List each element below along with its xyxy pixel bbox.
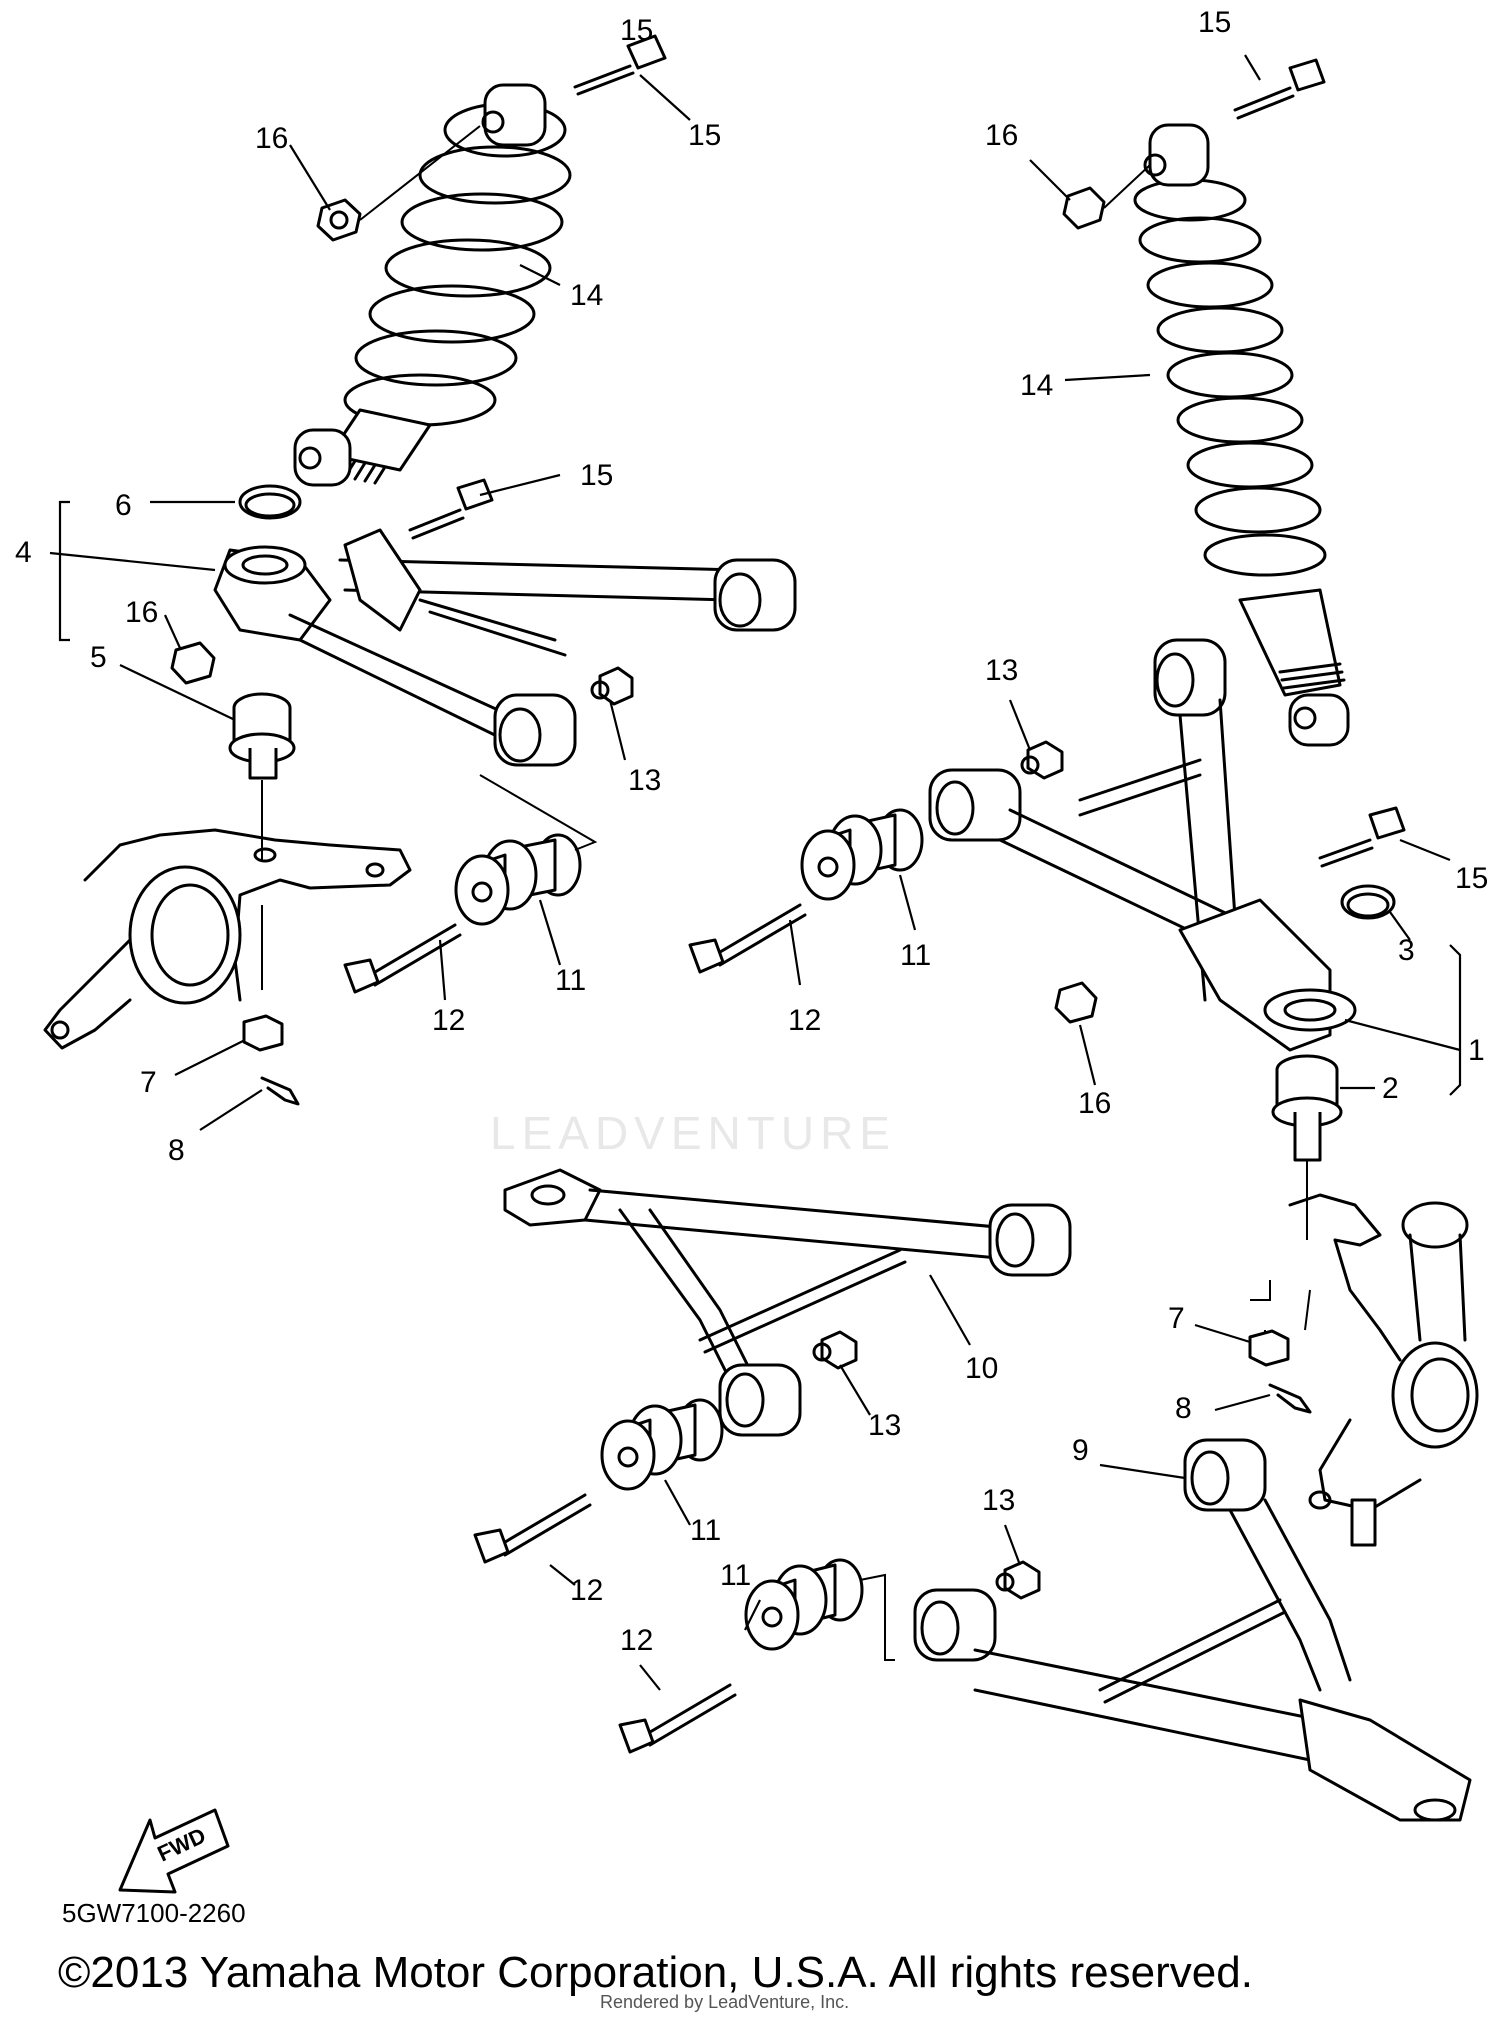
left-ball-joint[interactable] bbox=[228, 692, 296, 780]
right-circlip[interactable] bbox=[1340, 884, 1396, 920]
callout-2: 2 bbox=[1382, 1072, 1399, 1105]
right-top-bolt[interactable] bbox=[1233, 58, 1326, 120]
callout-4: 4 bbox=[15, 536, 32, 569]
render-note: Rendered by LeadVenture, Inc. bbox=[600, 1992, 850, 2012]
callout-13-bottom: 13 bbox=[982, 1484, 1015, 1517]
right-ball-joint-axis bbox=[1250, 1160, 1311, 1350]
middle-nut-13[interactable] bbox=[812, 1330, 858, 1370]
right-top-nut[interactable] bbox=[1062, 186, 1106, 230]
copyright-text: ©2013 Yamaha Motor Corporation, U.S.A. A… bbox=[58, 1948, 1253, 1997]
right-bolt-12[interactable] bbox=[688, 903, 807, 974]
left-top-bolt[interactable] bbox=[573, 34, 667, 96]
right-upper-arm[interactable] bbox=[928, 638, 1357, 1052]
bottom-lower-arm[interactable] bbox=[913, 1438, 1472, 1822]
callout-14-right: 14 bbox=[1020, 369, 1053, 402]
left-bushing-11[interactable] bbox=[454, 774, 598, 926]
callout-6: 6 bbox=[115, 489, 132, 522]
callout-numbers: 15 15 16 14 15 6 4 16 5 13 11 12 7 8 15 … bbox=[15, 6, 1488, 1657]
callout-7-right: 7 bbox=[1168, 1302, 1185, 1335]
callout-15-right-top: 15 bbox=[1198, 6, 1231, 39]
callout-16-left-arm: 16 bbox=[125, 596, 158, 629]
callout-10: 10 bbox=[965, 1352, 998, 1385]
right-bushing-11[interactable] bbox=[800, 808, 924, 901]
right-shock-absorber[interactable] bbox=[1133, 123, 1350, 747]
callout-12-bottom: 12 bbox=[620, 1624, 653, 1657]
left-upper-arm[interactable] bbox=[213, 528, 797, 767]
right-ball-joint[interactable] bbox=[1271, 1054, 1343, 1162]
left-shock-axis-line bbox=[359, 125, 481, 221]
callout-11-bottom: 11 bbox=[720, 1559, 751, 1592]
middle-lower-arm[interactable] bbox=[503, 1168, 1072, 1437]
left-circlip[interactable] bbox=[238, 484, 302, 520]
callout-16-right-top: 16 bbox=[985, 119, 1018, 152]
callout-9: 9 bbox=[1072, 1434, 1089, 1467]
callout-15-left-top-b: 15 bbox=[688, 119, 721, 152]
right-castle-nut[interactable] bbox=[1248, 1329, 1290, 1367]
bottom-nut-13[interactable] bbox=[995, 1560, 1041, 1600]
middle-bushing-11[interactable] bbox=[600, 1398, 724, 1491]
bottom-bolt-12[interactable] bbox=[618, 1683, 737, 1754]
callout-15-left-arm: 15 bbox=[580, 459, 613, 492]
leader-lines bbox=[49, 54, 1462, 1691]
callout-11-left: 11 bbox=[555, 964, 586, 997]
callout-11-right: 11 bbox=[900, 939, 931, 972]
callout-14-left: 14 bbox=[570, 279, 603, 312]
right-arm-nut[interactable] bbox=[1054, 981, 1098, 1024]
callout-15-right-arm: 15 bbox=[1455, 862, 1488, 895]
callout-13-right: 13 bbox=[985, 654, 1018, 687]
callout-8-right: 8 bbox=[1175, 1392, 1192, 1425]
callout-13-left: 13 bbox=[628, 764, 661, 797]
right-arm-bolt[interactable] bbox=[1318, 806, 1406, 868]
right-steering-knuckle[interactable] bbox=[1288, 1193, 1479, 1547]
callout-16-left-top: 16 bbox=[255, 122, 288, 155]
bottom-bushing-11[interactable] bbox=[744, 1558, 895, 1661]
callout-5: 5 bbox=[90, 641, 107, 674]
left-arm-nut-13[interactable] bbox=[590, 666, 634, 706]
left-shock-absorber[interactable] bbox=[293, 83, 572, 487]
left-cotter-pin[interactable] bbox=[260, 1076, 300, 1106]
callout-11-middle: 11 bbox=[690, 1514, 721, 1547]
watermark-text: LEADVENTURE bbox=[490, 1107, 896, 1159]
callout-7-left: 7 bbox=[140, 1066, 157, 1099]
callout-1: 1 bbox=[1468, 1034, 1485, 1067]
callout-13-middle: 13 bbox=[868, 1409, 901, 1442]
callout-8-left: 8 bbox=[168, 1134, 185, 1167]
part-code: 5GW7100-2260 bbox=[62, 1898, 246, 1928]
right-arm-nut-13[interactable] bbox=[1020, 740, 1064, 780]
callout-12-left: 12 bbox=[432, 1004, 465, 1037]
left-arm-nut[interactable] bbox=[170, 641, 216, 685]
left-steering-knuckle[interactable] bbox=[43, 828, 412, 1050]
fwd-arrow-icon: FWD bbox=[118, 1808, 230, 1894]
callout-3: 3 bbox=[1398, 934, 1415, 967]
left-bolt-12[interactable] bbox=[343, 923, 462, 994]
left-castle-nut[interactable] bbox=[242, 1014, 284, 1052]
right-cotter-pin[interactable] bbox=[1268, 1383, 1312, 1414]
callout-12-middle: 12 bbox=[570, 1574, 603, 1607]
right-shock-axis-line bbox=[1103, 164, 1151, 209]
callout-16-right-arm: 16 bbox=[1078, 1087, 1111, 1120]
callout-15-left-top: 15 bbox=[620, 14, 653, 47]
callout-12-right: 12 bbox=[788, 1004, 821, 1037]
middle-bolt-12[interactable] bbox=[473, 1493, 592, 1564]
left-arm-bolt[interactable] bbox=[408, 478, 494, 540]
left-top-nut[interactable] bbox=[316, 198, 362, 242]
